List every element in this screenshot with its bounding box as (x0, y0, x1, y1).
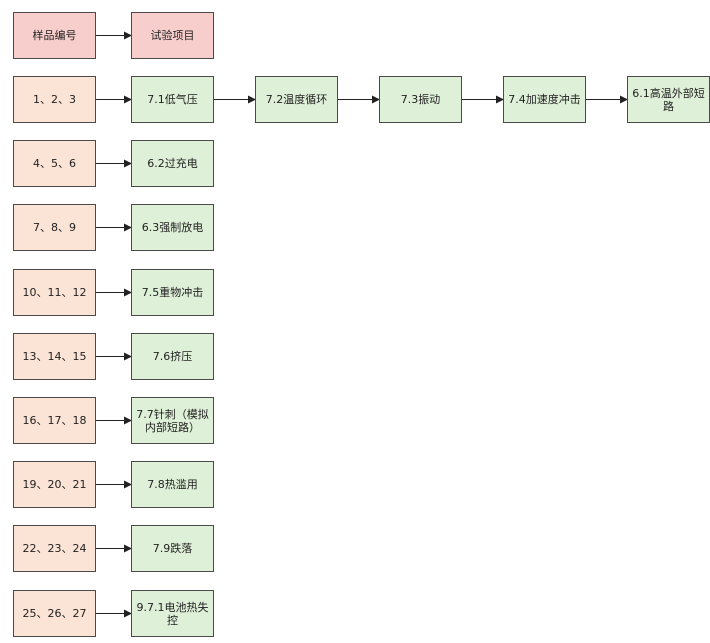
test-box: 7.1低气压 (131, 76, 214, 123)
header-test-box: 试验项目 (131, 12, 214, 59)
sample-label: 4、5、6 (33, 157, 76, 170)
test-label: 7.6挤压 (152, 350, 193, 363)
test-label: 6.2过充电 (147, 157, 198, 170)
test-label: 6.1高温外部短路 (632, 86, 705, 113)
sample-box: 16、17、18 (13, 397, 96, 444)
header-test-label: 试验项目 (150, 29, 195, 42)
test-label: 7.8热滥用 (147, 478, 198, 491)
sample-label: 19、20、21 (22, 478, 87, 491)
sample-label: 16、17、18 (22, 414, 87, 427)
sample-box: 7、8、9 (13, 204, 96, 251)
test-box: 7.4加速度冲击 (503, 76, 586, 123)
test-box: 7.7针刺（模拟内部短路） (131, 397, 214, 444)
sample-box: 4、5、6 (13, 140, 96, 187)
sample-box: 25、26、27 (13, 590, 96, 637)
sample-label: 10、11、12 (22, 286, 87, 299)
test-label: 9.7.1电池热失控 (136, 600, 209, 627)
sample-box: 22、23、24 (13, 525, 96, 572)
sample-label: 1、2、3 (33, 93, 76, 106)
sample-label: 25、26、27 (22, 607, 87, 620)
test-label: 7.1低气压 (147, 93, 198, 106)
sample-label: 13、14、15 (22, 350, 87, 363)
test-box: 7.9跌落 (131, 525, 214, 572)
header-sample-label: 样品编号 (32, 29, 77, 42)
test-label: 7.7针刺（模拟内部短路） (136, 407, 209, 434)
test-label: 7.5重物冲击 (141, 286, 204, 299)
sample-box: 13、14、15 (13, 333, 96, 380)
test-box: 7.5重物冲击 (131, 269, 214, 316)
sample-box: 19、20、21 (13, 461, 96, 508)
header-sample-box: 样品编号 (13, 12, 96, 59)
sample-box: 10、11、12 (13, 269, 96, 316)
sample-label: 22、23、24 (22, 542, 87, 555)
test-box: 6.1高温外部短路 (627, 76, 710, 123)
test-box: 7.6挤压 (131, 333, 214, 380)
test-box: 7.3振动 (379, 76, 462, 123)
test-box: 6.3强制放电 (131, 204, 214, 251)
test-label: 7.4加速度冲击 (508, 93, 581, 106)
test-label: 7.2温度循环 (265, 93, 328, 106)
test-label: 7.9跌落 (152, 542, 193, 555)
test-box: 7.2温度循环 (255, 76, 338, 123)
arrows-layer (96, 31, 628, 618)
sample-box: 1、2、3 (13, 76, 96, 123)
test-box: 7.8热滥用 (131, 461, 214, 508)
test-label: 6.3强制放电 (141, 221, 204, 234)
test-label: 7.3振动 (400, 93, 441, 106)
sample-label: 7、8、9 (33, 221, 76, 234)
test-box: 6.2过充电 (131, 140, 214, 187)
test-box: 9.7.1电池热失控 (131, 590, 214, 637)
